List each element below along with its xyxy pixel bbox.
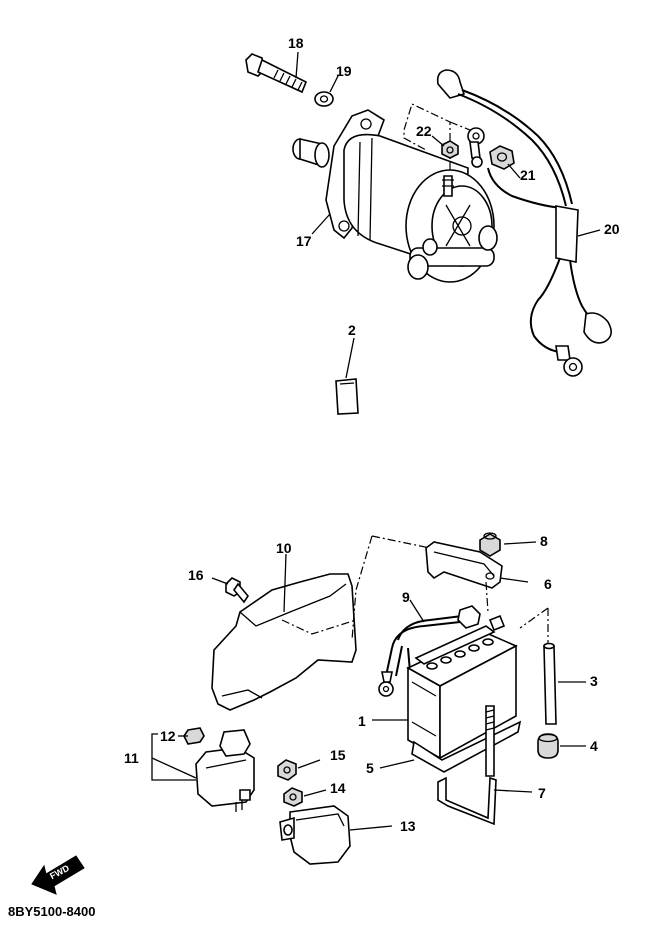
leader-lines — [151, 51, 601, 831]
callout-20: 20 — [604, 221, 620, 237]
drawing-id: 8BY5100-8400 — [8, 904, 95, 919]
battery-holder-6[interactable] — [425, 541, 503, 589]
relay-assembly-11[interactable] — [195, 729, 255, 812]
callout-9: 9 — [402, 589, 410, 605]
callout-19: 19 — [336, 63, 352, 79]
callout-17: 17 — [296, 233, 312, 249]
callout-21: 21 — [520, 167, 536, 183]
starter-motor-17[interactable] — [292, 109, 498, 283]
callout-4: 4 — [590, 738, 598, 754]
callout-6: 6 — [544, 576, 552, 592]
callout-15: 15 — [330, 747, 346, 763]
bolt-18[interactable] — [245, 53, 308, 94]
washer-19[interactable] — [314, 91, 334, 107]
callout-16: 16 — [188, 567, 204, 583]
nut-8[interactable] — [479, 532, 501, 557]
label-2[interactable] — [335, 378, 359, 415]
callout-12: 12 — [160, 728, 176, 744]
callout-2: 2 — [348, 322, 356, 338]
starter-cable-20[interactable] — [436, 69, 612, 377]
callout-11: 11 — [124, 750, 139, 766]
callout-3: 3 — [590, 673, 598, 689]
nut-14[interactable] — [283, 787, 303, 807]
callout-22: 22 — [416, 123, 432, 139]
nut-21[interactable] — [489, 145, 515, 170]
bolt-16[interactable] — [225, 577, 249, 604]
callout-7: 7 — [538, 785, 546, 801]
battery-pad-5[interactable] — [411, 720, 522, 773]
callout-14: 14 — [330, 780, 346, 796]
battery-1[interactable] — [406, 614, 518, 760]
callout-10: 10 — [276, 540, 292, 556]
callout-13: 13 — [400, 818, 416, 834]
callout-18: 18 — [288, 35, 304, 51]
nut-22[interactable] — [441, 140, 459, 159]
battery-band-bolt-7[interactable] — [437, 705, 497, 826]
nut-15[interactable] — [277, 759, 297, 781]
fwd-arrow-badge: FWD — [31, 855, 85, 895]
grommet-4[interactable] — [537, 733, 559, 759]
breather-pipe-3[interactable] — [543, 642, 557, 725]
callout-5: 5 — [366, 760, 374, 776]
callout-1: 1 — [358, 713, 366, 729]
callout-8: 8 — [540, 533, 548, 549]
battery-cover-10[interactable] — [211, 573, 357, 711]
starter-relay-13[interactable] — [279, 805, 351, 865]
